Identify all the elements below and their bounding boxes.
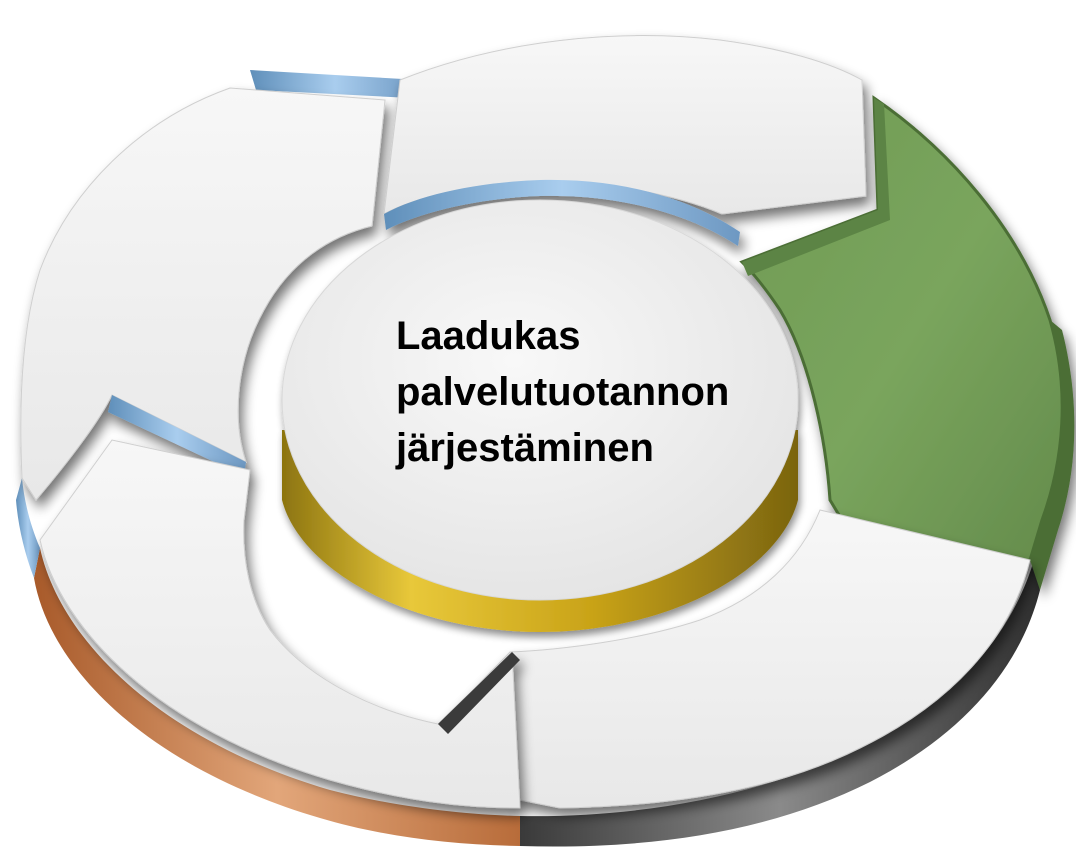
arrow-segment-highlighted	[739, 95, 1075, 602]
center-label-line-2: palvelutuotannon	[396, 370, 730, 414]
ring-wall-orange	[34, 548, 520, 846]
arrow-segment-top	[383, 35, 867, 246]
arrow-segment-top-left	[20, 87, 386, 501]
ring-wall-gray	[520, 560, 1040, 847]
center-hub	[281, 199, 799, 632]
center-label-line-3: järjestäminen	[396, 426, 654, 470]
center-label: Laadukas palvelutuotannon järjestäminen	[396, 308, 776, 476]
ring-wall-blue-left	[16, 478, 40, 578]
ring-wall-blue-top	[250, 70, 420, 98]
center-label-line-1: Laadukas	[396, 314, 581, 358]
arrow-segment-bottom-right	[439, 509, 1031, 809]
arrow-segment-bottom-left	[39, 439, 521, 809]
